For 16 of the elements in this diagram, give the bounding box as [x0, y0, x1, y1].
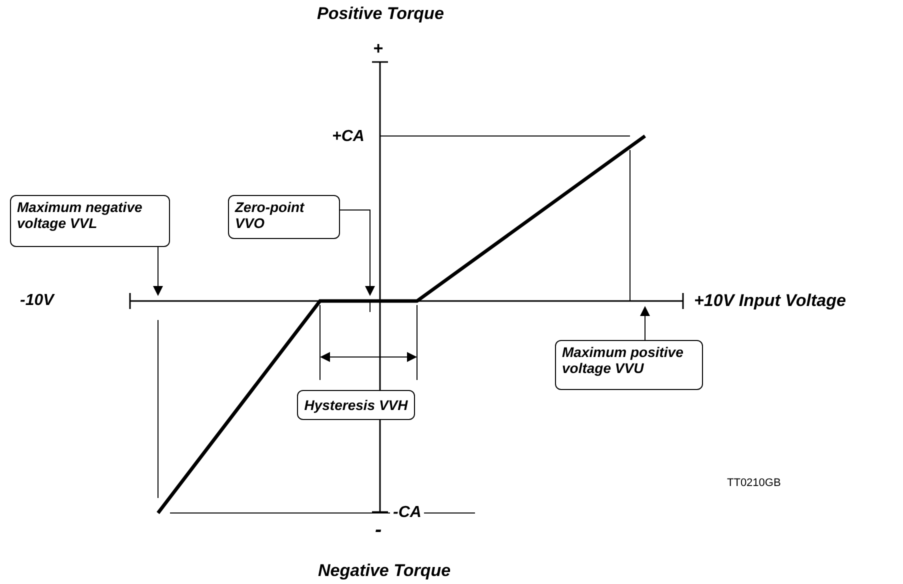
- callout-box: Maximum negative voltage VVL: [10, 195, 170, 247]
- axis-end-label: -10V: [20, 292, 54, 310]
- leader-line: [153, 246, 163, 296]
- callout-box: Zero-point VVO: [228, 195, 340, 239]
- horizontal-axis: [129, 293, 684, 309]
- axis-end-label: +: [373, 40, 383, 59]
- axis-title: Negative Torque: [318, 562, 451, 581]
- callout-box: Hysteresis VVH: [297, 390, 415, 420]
- value-label: +CA: [332, 128, 364, 146]
- axis-title: +10V Input Voltage: [694, 292, 846, 311]
- leader-line: [340, 210, 375, 296]
- figure-code: TT0210GB: [727, 477, 781, 490]
- leader-line: [640, 306, 650, 340]
- callout-box: Maximum positive voltage VVU: [555, 340, 703, 390]
- axis-end-label: -: [375, 519, 382, 541]
- axis-title: Positive Torque: [317, 5, 444, 24]
